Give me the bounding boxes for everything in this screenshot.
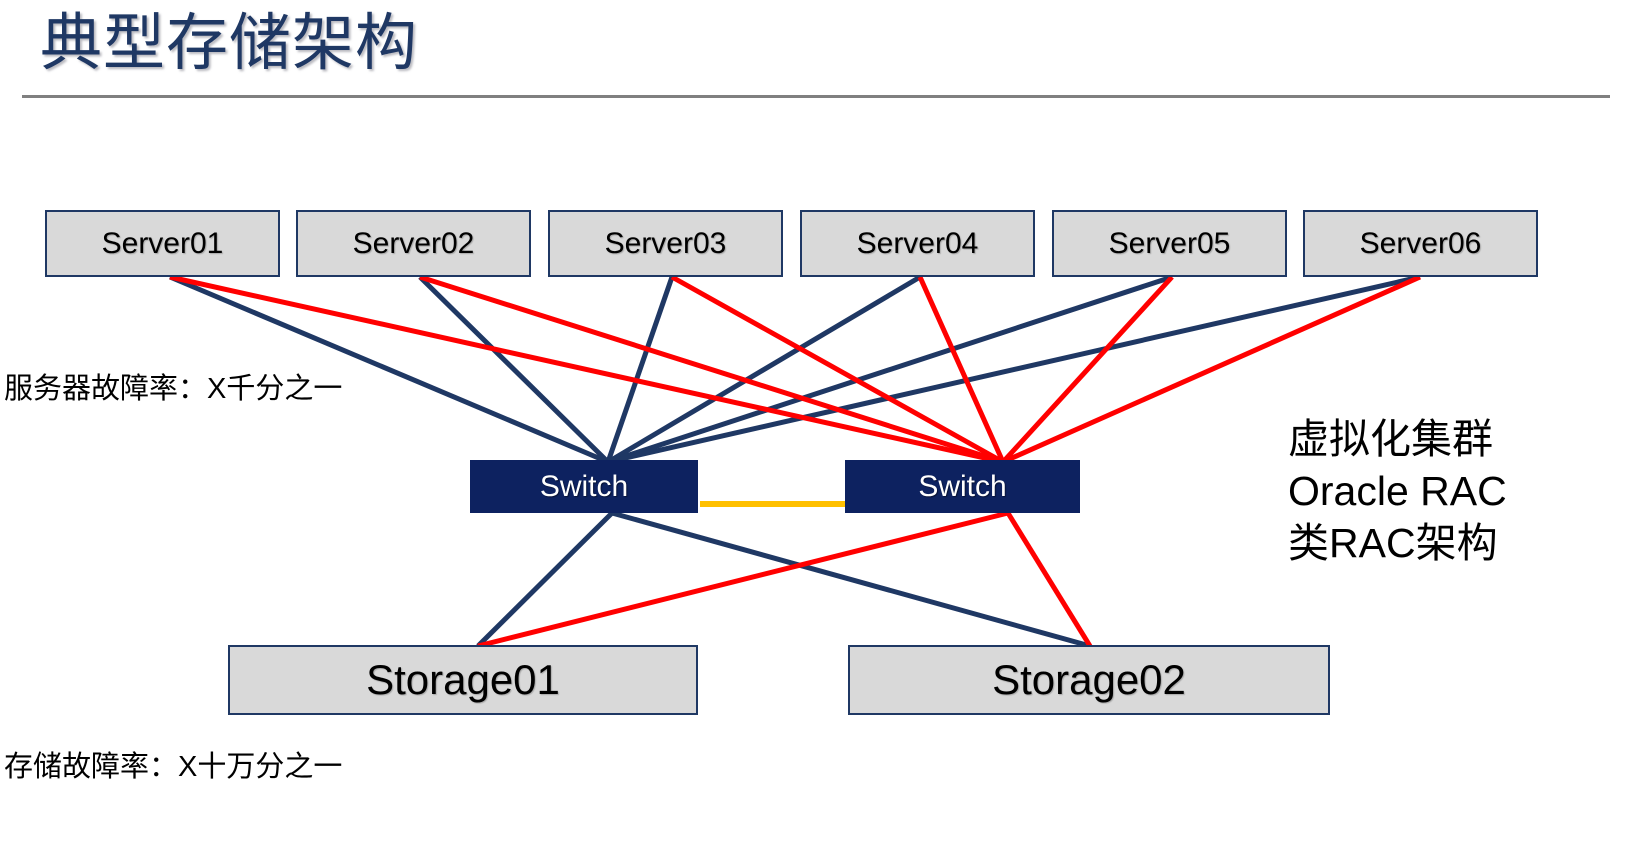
server-node-2[interactable]: Server02 [296,210,531,277]
cluster-label-line-2: Oracle RAC [1288,468,1507,514]
title-divider [22,95,1610,98]
cluster-label-line-1: 虚拟化集群 [1288,416,1493,462]
server-node-3[interactable]: Server03 [548,210,783,277]
storage-node-label: Storage01 [366,656,560,703]
server-node-1[interactable]: Server01 [45,210,280,277]
server-node-label: Server06 [1359,226,1482,260]
link-Switch-B-to-Storage01 [477,510,1009,649]
link-Switch-A-to-Storage01 [476,511,614,648]
page-title: 典型存储架构 [40,9,419,78]
server-node-5[interactable]: Server05 [1052,210,1287,277]
server-node-6[interactable]: Server06 [1303,210,1538,277]
cluster-type-label: 虚拟化集群 Oracle RAC 类RAC架构 [1288,413,1507,569]
link-Server02-to-Switch-B [419,274,1004,465]
link-Server06-to-Switch-B [1001,274,1422,465]
link-Server03-to-Switch-A [605,276,675,463]
storage-node-1[interactable]: Storage01 [228,645,698,715]
switch-node-label: Switch [539,469,629,503]
server-node-label: Server01 [101,226,224,260]
switch-node-label: Switch [918,469,1007,503]
storage-node-2[interactable]: Storage02 [848,645,1330,715]
link-Server04-to-Switch-B [917,275,1006,464]
server-to-switch-b-links [169,274,1422,465]
link-Server05-to-Switch-A [607,274,1173,465]
link-Server03-to-Switch-B [670,274,1005,465]
link-Server05-to-Switch-B [1001,275,1174,464]
link-Switch-A-to-Storage02 [611,510,1091,649]
server-failure-rate-label: 服务器故障率：X千分之一 [4,373,343,405]
link-Server02-to-Switch-A [418,275,610,464]
storage-node-label: Storage02 [992,656,1186,703]
storage-failure-rate-label: 存储故障率：X十万分之一 [4,751,343,783]
link-Server06-to-Switch-A [607,274,1421,465]
server-node-label: Server05 [1108,226,1231,260]
server-node-label: Server03 [604,226,727,260]
server-node-label: Server02 [352,226,475,260]
link-Server04-to-Switch-A [606,274,922,465]
switch-node-1[interactable]: Switch [470,460,698,513]
switch-node-2[interactable]: Switch [845,460,1080,513]
link-Switch-B-to-Storage02 [1005,511,1093,648]
cluster-label-line-3: 类RAC架构 [1288,520,1498,566]
server-to-switch-a-links [169,274,1421,465]
link-Server01-to-Switch-B [169,274,1004,465]
server-node-label: Server04 [856,226,979,260]
switch-to-storage-links [476,510,1093,649]
link-Server01-to-Switch-A [169,274,609,465]
server-node-4[interactable]: Server04 [800,210,1035,277]
